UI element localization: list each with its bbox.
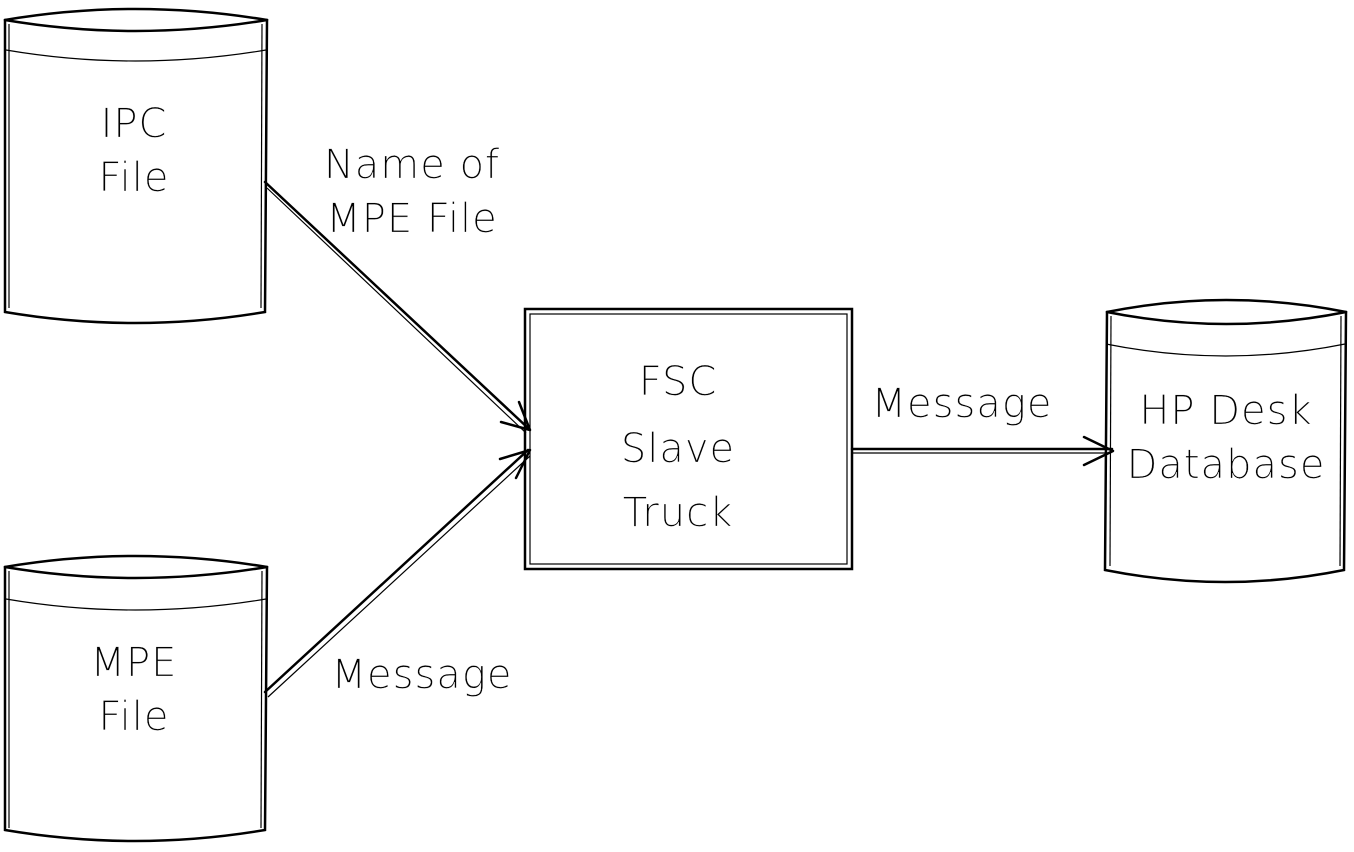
mpe-file-label-line2: File [99,694,170,740]
ipc-file-cylinder-body [3,7,269,325]
edge-ipc-to-fsc-line-shadow [266,187,527,434]
mpe-file-label-line1: MPE [91,640,178,686]
edge-mpe-to-fsc-line [263,448,530,694]
node-hp-desk-database: HP Desk Database [1103,298,1348,584]
hp-desk-cylinder-top-rim [1105,310,1348,326]
edge-ipc-to-fsc: Name of MPE File [263,142,532,434]
edge-fsc-to-hp-label: Message [872,381,1053,427]
node-fsc-slave-truck: FSC Slave Truck [523,307,854,571]
mpe-file-right-inner-edge [260,570,263,829]
ipc-file-label-line2: File [99,155,170,201]
edge-ipc-to-fsc-arrowhead [499,400,532,432]
edge-fsc-to-hp: Message [850,381,1115,467]
node-ipc-file: IPC File [3,7,269,325]
hp-desk-cylinder-body [1103,298,1348,584]
ipc-file-label-line1: IPC [101,101,168,147]
fsc-label-line2: Slave [621,426,735,472]
hp-desk-label-line1: HP Desk [1139,388,1312,434]
hp-desk-label-line2: Database [1127,442,1326,488]
node-mpe-file: MPE File [3,554,269,843]
edge-ipc-to-fsc-label-line1: Name of [324,142,500,188]
ipc-file-cylinder-band [5,49,267,62]
ipc-file-right-inner-edge [260,23,263,309]
hp-desk-right-inner-edge [1339,315,1342,567]
fsc-slave-truck-box-outer [523,307,854,571]
edge-mpe-to-fsc: Message [263,448,532,698]
edge-ipc-to-fsc-label-line2: MPE File [326,196,498,242]
edge-ipc-to-fsc-line [263,180,530,430]
edge-mpe-to-fsc-label: Message [332,652,513,698]
hp-desk-left-inner-edge [1109,315,1112,567]
mpe-file-cylinder-band [5,598,267,611]
mpe-file-cylinder-body [3,554,269,843]
hp-desk-cylinder-band [1105,343,1346,357]
edge-mpe-to-fsc-line-shadow [267,455,531,698]
edge-fsc-to-hp-arrowhead [1082,435,1115,467]
fsc-label-line1: FSC [639,359,718,405]
fsc-label-line3: Truck [623,490,734,536]
ipc-file-cylinder-top-rim [3,18,269,33]
mpe-file-cylinder-top-rim [3,565,269,580]
fsc-slave-truck-box-inner [529,313,848,565]
edge-mpe-to-fsc-arrowhead [498,448,532,480]
